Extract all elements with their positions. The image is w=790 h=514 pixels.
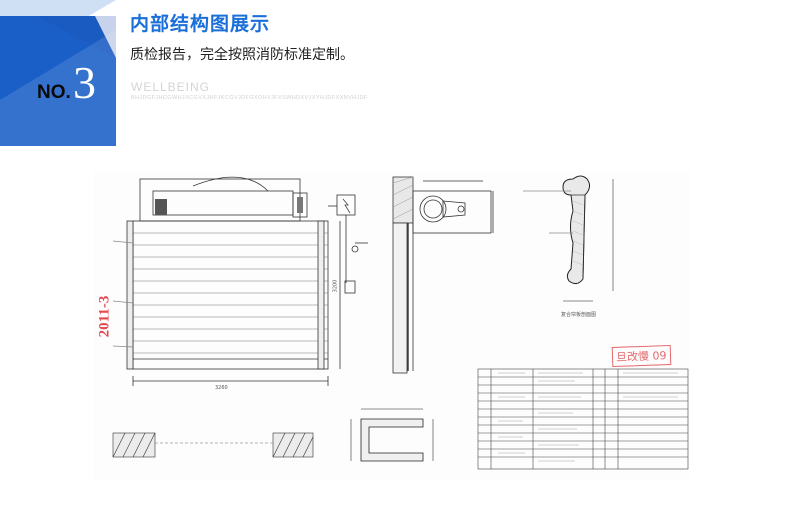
drawing-linework	[112, 175, 689, 470]
brand-watermark: WELLBEING	[131, 80, 211, 94]
badge-prefix: NO.	[37, 82, 71, 103]
height-dimension: 3200	[332, 279, 339, 293]
section-badge: NO. 3	[0, 0, 116, 146]
width-dimension: 3260	[215, 385, 228, 391]
brand-watermark-sub: BHJDGFJHCGWHJXCGVXJHFJKCGVJDFGXOHVJFXSWH…	[131, 95, 368, 101]
inspection-stamp: 旦改慢 09	[611, 344, 671, 368]
badge-shape	[0, 0, 116, 146]
section-title: 内部结构图展示	[130, 13, 271, 35]
section-subtitle: 质检报告，完全按照消防标准定制。	[130, 47, 354, 63]
profile-caption: 复合帘板剖面图	[561, 312, 597, 318]
drawing-year-mark: 2011-3	[96, 295, 113, 338]
structure-drawing: 2011-3 旦改慢 09 3260 3200 复合帘板剖面图	[93, 171, 690, 480]
badge-number: 3	[73, 57, 96, 108]
